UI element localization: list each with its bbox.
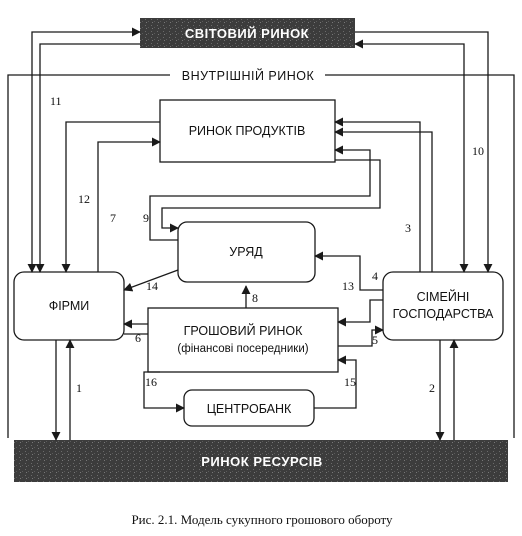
money-market-label-line1: ГРОШОВИЙ РИНОК — [184, 323, 304, 338]
flow-3-households-products — [334, 117, 421, 272]
world-market-label: СВІТОВИЙ РИНОК — [185, 26, 309, 41]
flow-label-10: 10 — [472, 144, 484, 158]
product-market-label: РИНОК ПРОДУКТІВ — [189, 124, 306, 138]
central-bank-box: ЦЕНТРОБАНК — [183, 389, 315, 427]
inner-market-label: ВНУТРІШНІЙ РИНОК — [182, 68, 315, 83]
flow-label-4: 4 — [372, 269, 378, 283]
flow-label-6: 6 — [135, 331, 141, 345]
flow-label-11: 11 — [50, 94, 62, 108]
flow-label-2: 2 — [429, 381, 435, 395]
flow-9-government-products — [149, 145, 371, 241]
money-market-box: ГРОШОВИЙ РИНОК (фінансові посередники) — [147, 307, 339, 373]
flow-label-13: 13 — [342, 279, 354, 293]
flow-arrows — [27, 27, 493, 441]
flow-label-5: 5 — [372, 333, 378, 347]
figure-caption: Рис. 2.1. Модель сукупного грошового обо… — [131, 512, 393, 527]
flow-14-government-firms — [123, 269, 179, 292]
flow-label-1: 1 — [76, 381, 82, 395]
government-label: УРЯД — [229, 245, 263, 259]
flow-numbers: 1 2 3 4 5 6 7 8 9 10 11 12 13 14 15 16 — [50, 94, 484, 395]
flow-9b-products-government — [161, 159, 381, 233]
flow-16-money-centralbank — [143, 371, 185, 413]
firms-box: ФІРМИ — [13, 271, 125, 341]
flow-label-8: 8 — [252, 291, 258, 305]
money-market-label-line2: (фінансові посередники) — [177, 343, 308, 355]
households-label-line2: ГОСПОДАРСТВА — [393, 307, 494, 321]
flow-10b-world-households — [354, 39, 469, 273]
firms-label: ФІРМИ — [49, 299, 90, 313]
flow-10-world-households — [355, 31, 493, 273]
flow-label-14: 14 — [146, 279, 158, 293]
flow-13-households-government — [314, 251, 383, 291]
product-market-box: РИНОК ПРОДУКТІВ — [159, 99, 336, 163]
resource-market-label: РИНОК РЕСУРСІВ — [201, 454, 322, 469]
flow-label-16: 16 — [145, 375, 157, 389]
households-box: СІМЕЙНІ ГОСПОДАРСТВА — [382, 271, 504, 341]
flow-label-9: 9 — [143, 211, 149, 225]
flow-label-12: 12 — [78, 192, 90, 206]
flow-7-firms-products — [97, 137, 161, 272]
flow-11b-firms-world — [35, 43, 140, 273]
flow-15-centralbank-money — [314, 355, 357, 409]
central-bank-label: ЦЕНТРОБАНК — [207, 402, 292, 416]
flow-5-money-households — [338, 325, 384, 347]
government-box: УРЯД — [177, 221, 316, 283]
flow-label-7: 7 — [110, 211, 116, 225]
flow-4-households-money — [337, 299, 383, 327]
flow-12-products-firms — [61, 121, 160, 273]
households-label-line1: СІМЕЙНІ — [417, 289, 470, 304]
world-market-band: СВІТОВИЙ РИНОК — [140, 18, 355, 48]
flow-label-15: 15 — [344, 375, 356, 389]
flow-label-3: 3 — [405, 221, 411, 235]
resource-market-band: РИНОК РЕСУРСІВ — [14, 440, 508, 482]
flow-3b-households-products — [334, 127, 433, 272]
flow-11-firms-world — [27, 27, 141, 273]
